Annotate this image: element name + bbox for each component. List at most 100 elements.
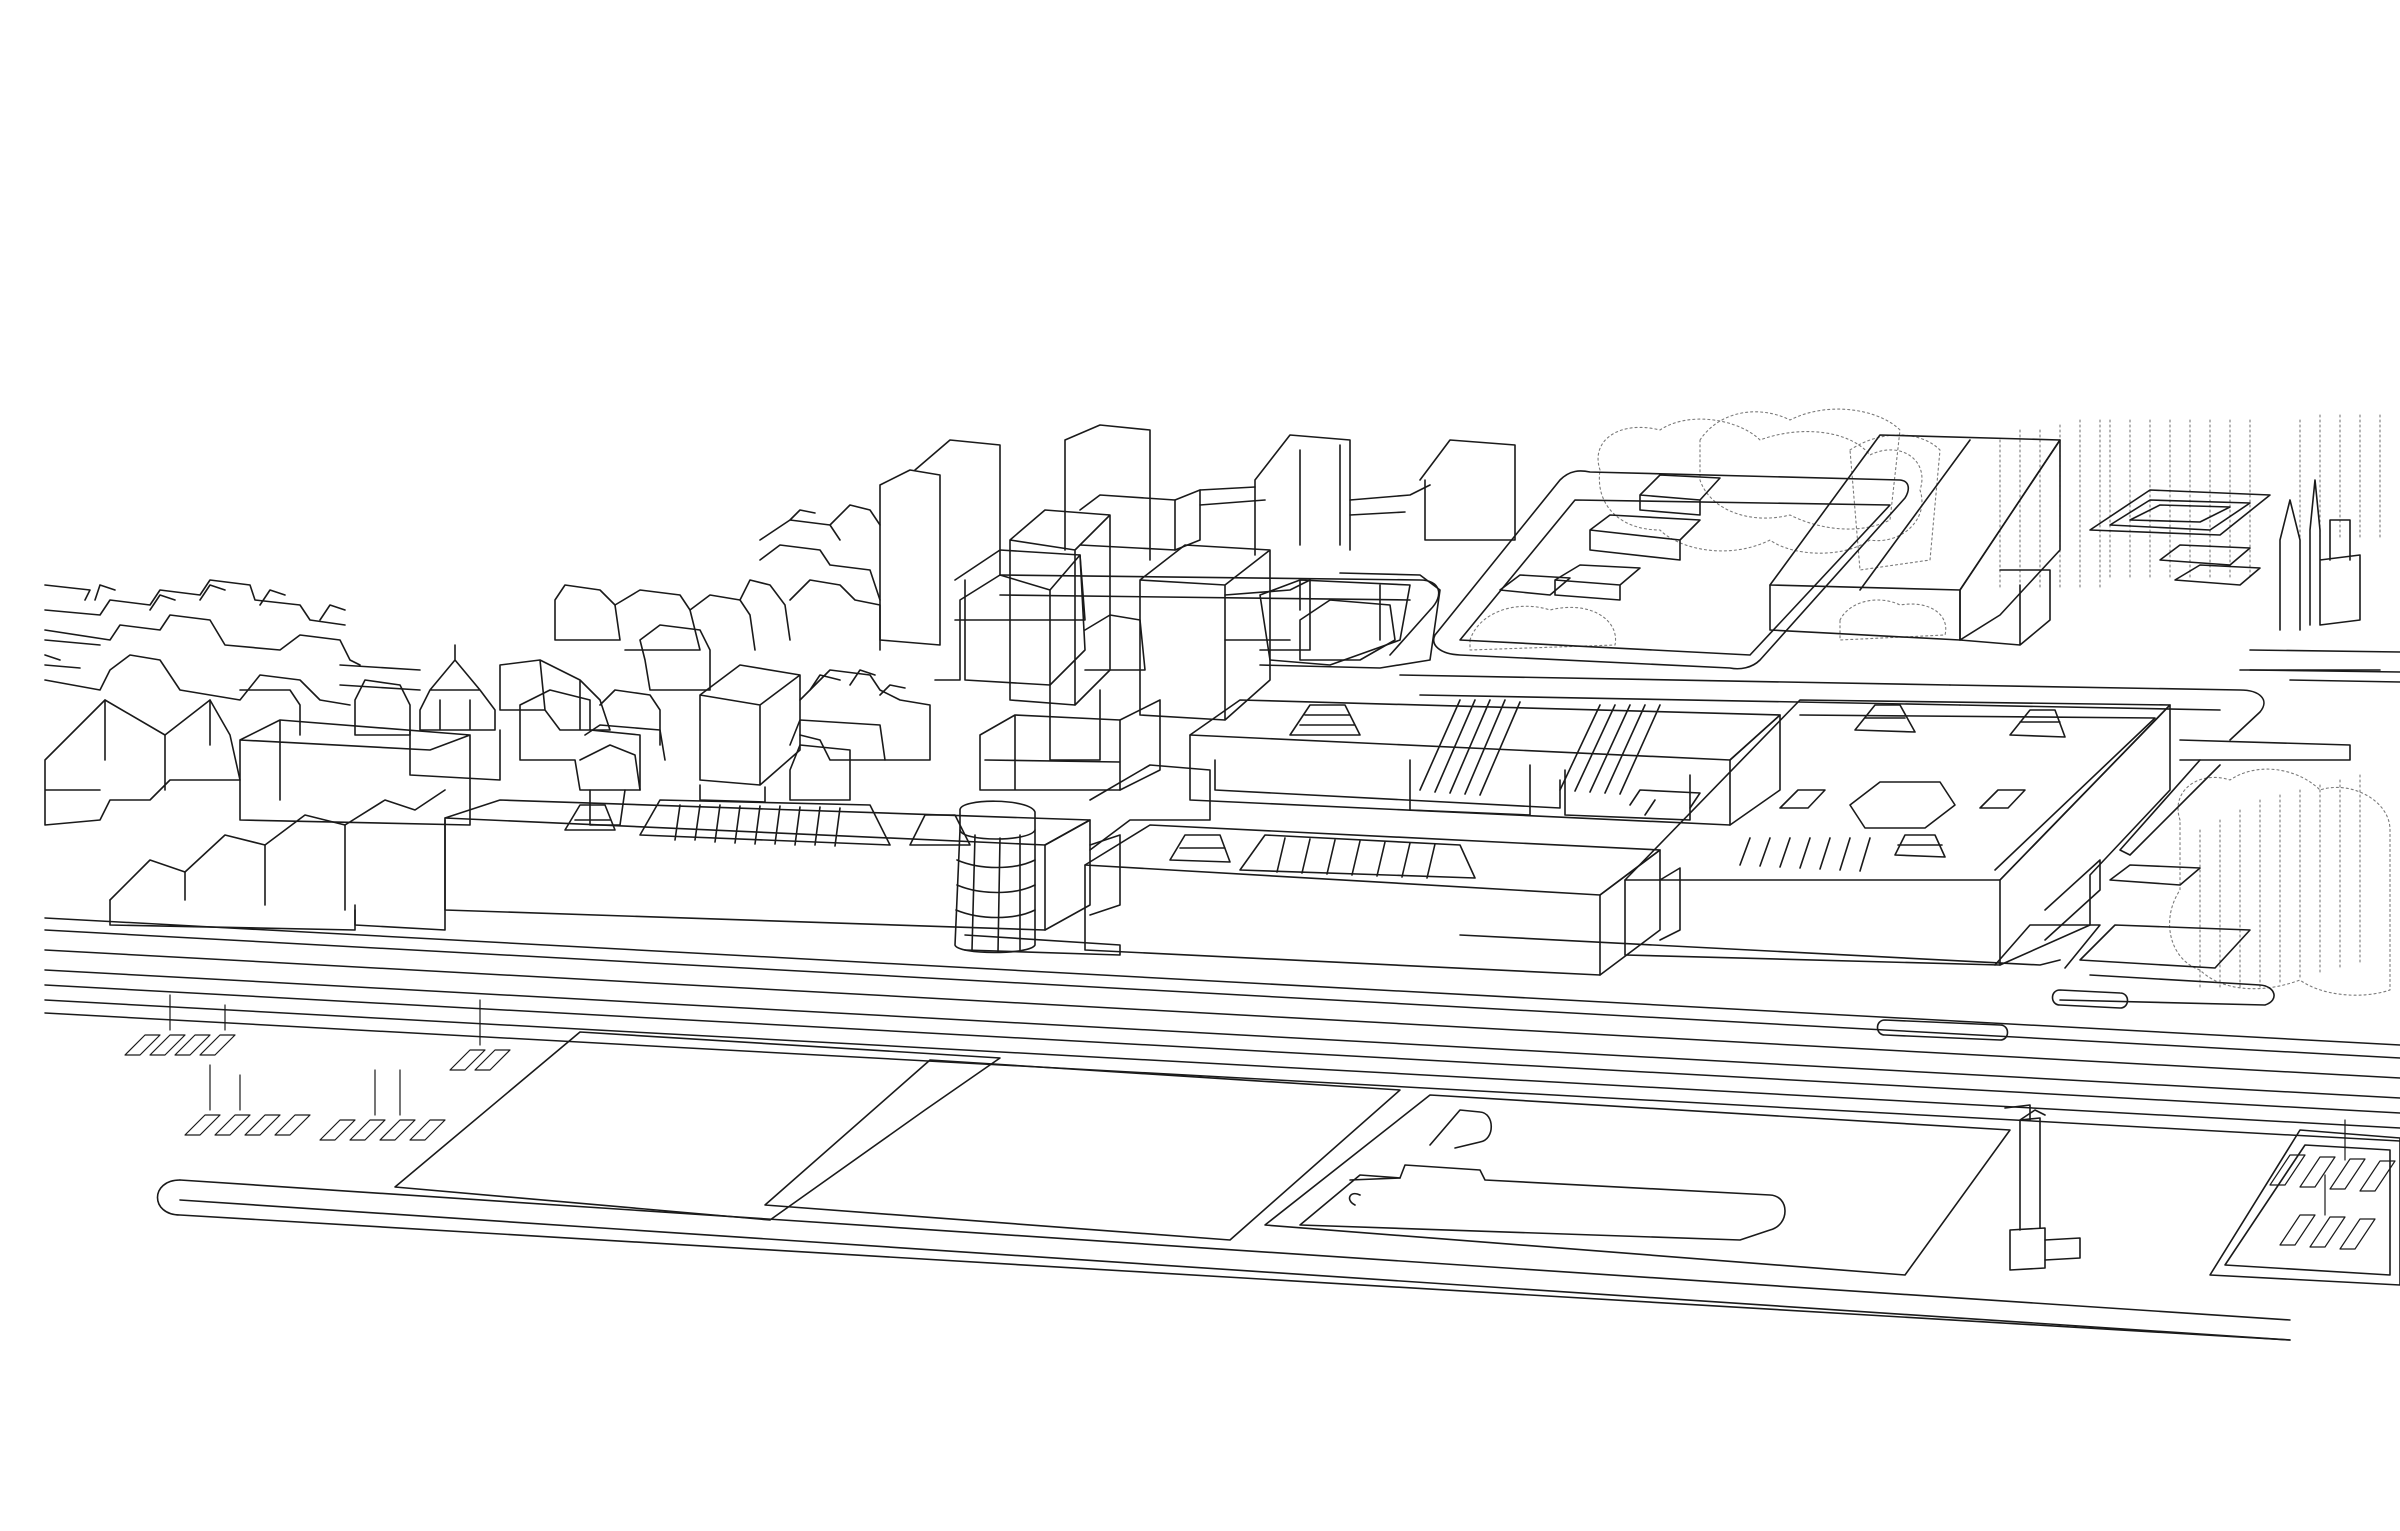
ne-street: [2250, 650, 2400, 672]
shelter-row-c: [320, 1120, 445, 1140]
east-pyramid-2: [2010, 710, 2065, 737]
slab-row-north-4: [1255, 435, 1350, 555]
pavilion-drum: [410, 730, 500, 780]
central-wing-roof: [1190, 700, 1780, 760]
gable-row-north-1: [555, 585, 620, 640]
exhibition-hall-roof: [1770, 435, 2060, 590]
slab-row-north-5: [1420, 440, 1515, 540]
tower-block-1: [965, 575, 1050, 685]
tower-block-2: [1140, 545, 1270, 720]
shelter-row-b: [185, 1115, 310, 1135]
ring-road-east-2: [1960, 705, 2220, 710]
old-town-row-3: [45, 655, 350, 705]
west-building-side: [1045, 820, 1090, 930]
cross-street-east: [2180, 740, 2350, 760]
central-inner-box: [1410, 760, 1530, 815]
east-pyramid-3: [1895, 835, 1945, 857]
boulevard-edge: [1260, 573, 1440, 668]
railway-tracks: [45, 918, 2400, 1141]
slab-long-1: [955, 550, 1085, 620]
round-tower-mullions: [972, 835, 1020, 952]
park-pavilion-2: [1640, 475, 1720, 515]
waterfront-complex: [445, 700, 2170, 975]
central-wing-inner: [1215, 760, 1560, 808]
formal-garden: [2090, 490, 2270, 535]
slab-row-north-1: [880, 470, 940, 645]
park-loop-road: [1434, 471, 1909, 669]
vertical-slab-mid: [1300, 445, 1340, 545]
shed-row-west: [790, 720, 885, 760]
round-tower-top: [960, 801, 1035, 839]
round-tower-body: [955, 830, 1035, 953]
east-pyramid-1: [1855, 705, 1915, 732]
east-block-base: [1995, 925, 2100, 968]
tree-row-poplars-1: [2000, 420, 2100, 590]
mid-lowrise-1: [1085, 615, 1145, 670]
shelter-row-east-1: [2270, 1155, 2395, 1191]
harbour-inlet: [1430, 1110, 1491, 1148]
exhibition-hall-ridge: [1860, 440, 1970, 590]
shelter-posts-b: [210, 1065, 240, 1110]
gable-row-north-2: [615, 590, 700, 650]
hipped-houses-north-3: [790, 580, 880, 650]
lower-road-edge-inner: [180, 1200, 2290, 1340]
crane-mast: [2020, 1118, 2040, 1230]
east-block-parapet: [1800, 715, 2155, 870]
central-pyramid: [1290, 705, 1360, 735]
traffic-islands: [1878, 990, 2128, 1040]
gable-row-north-3: [690, 595, 755, 650]
old-town-facades: [105, 700, 210, 790]
north-street-2: [1000, 595, 1410, 600]
tree-row-poplars-2: [2110, 420, 2250, 580]
tree-row-poplars-3: [2300, 415, 2380, 540]
hipped-houses-north-2: [760, 545, 880, 600]
park-pavilion-1: [1590, 515, 1700, 560]
central-roof-fins-1: [1420, 700, 1520, 795]
west-sawtooth-roofs: [110, 790, 445, 900]
east-courtyard-sq-2: [1980, 790, 2025, 808]
north-east-quarter: [1434, 435, 2400, 682]
mid-courtyard-block: [1260, 580, 1410, 665]
lower-district: [158, 1032, 2400, 1340]
harbour-crane: [2005, 1105, 2080, 1270]
rail-line-3: [45, 950, 2400, 1078]
lower-road-turn: [158, 1180, 2291, 1340]
central-wing-side: [1730, 715, 1780, 825]
shelter-row-east-2: [2280, 1215, 2375, 1249]
gable-house-west: [600, 690, 660, 745]
harbour-basin: [1300, 1165, 1785, 1240]
rail-line-5: [45, 985, 2400, 1113]
plot-east: [2210, 1130, 2400, 1285]
slab-row-north-3: [1065, 425, 1150, 560]
east-courtyard-sq-1: [1780, 790, 1825, 808]
central-block-front: [1085, 865, 1600, 975]
exhibition-hall-annex: [1960, 570, 2050, 645]
east-roof-fins: [1740, 838, 1870, 871]
park-pavilion-3: [1555, 565, 1640, 600]
slab-long-5: [1350, 485, 1430, 515]
old-town-row-2: [45, 615, 360, 665]
east-quay-road: [2080, 925, 2250, 968]
shelter-posts-a: [170, 995, 225, 1030]
west-street-2: [340, 665, 420, 690]
station-annex: [1090, 765, 1210, 850]
tree-clump-yard: [1470, 606, 1616, 650]
long-slab-mid: [700, 665, 800, 785]
east-block-front: [1625, 880, 2000, 965]
west-street-1: [45, 640, 100, 668]
west-long-shed: [355, 820, 445, 930]
round-tower-bands: [956, 860, 1035, 918]
pier-channel: [1350, 1178, 1400, 1205]
lower-road-edge-outer: [180, 1180, 2290, 1320]
exhibition-hall-side: [1960, 440, 2060, 640]
city-blocks: [45, 425, 1515, 930]
church-block: [500, 660, 610, 730]
rail-line-6: [45, 1000, 2400, 1128]
shelter-posts-c: [375, 1070, 400, 1115]
east-quay-road-2: [2060, 975, 2274, 1005]
tree-grove-north-mid: [1700, 409, 1900, 529]
crane-base: [2010, 1228, 2045, 1270]
slab-long-2-side: [1175, 490, 1200, 550]
central-skylight-2: [1240, 835, 1475, 878]
